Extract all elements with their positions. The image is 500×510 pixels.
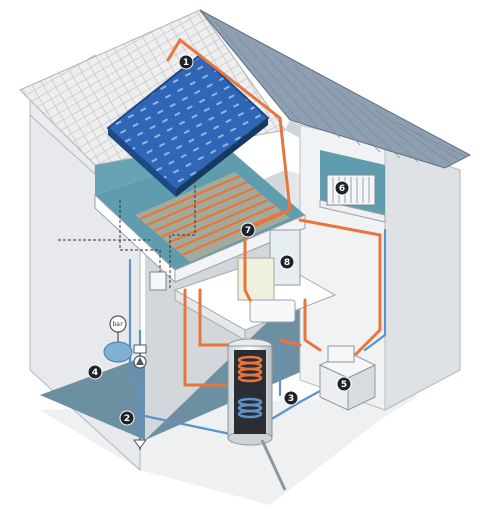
tank-icon: [227, 338, 287, 491]
pump-icon: [133, 330, 147, 450]
expansion-vessel: [103, 330, 133, 363]
gauge-icon: bar: [109, 315, 127, 333]
callout-2: 2: [119, 410, 135, 426]
right-side-wall: [384, 144, 461, 411]
boiler-icon: [318, 345, 377, 411]
svg-text:7: 7: [245, 226, 251, 236]
svg-text:5: 5: [341, 380, 347, 390]
callout-6: 6: [334, 180, 350, 196]
solar-controller: [149, 271, 167, 291]
svg-text:1: 1: [183, 58, 189, 68]
roof-right-tiles: [214, 21, 467, 166]
callout-badges: 1 2 3 4 5 6 7 8: [87, 54, 352, 426]
hot-water-pipes: [166, 37, 382, 387]
callout-7: 7: [240, 222, 256, 238]
callout-4: 4: [87, 364, 103, 380]
solar-panel-icon: [106, 53, 270, 197]
svg-text:4: 4: [92, 368, 98, 378]
roof-right-plane: [199, 9, 472, 169]
svg-text:6: 6: [339, 184, 345, 194]
roof-ridge-cap: [285, 120, 300, 138]
svg-text:3: 3: [288, 394, 294, 404]
svg-text:2: 2: [124, 414, 130, 424]
radiator-icon: [326, 174, 376, 206]
callout-8: 8: [279, 254, 295, 270]
gauge-label: bar: [113, 321, 124, 328]
callout-5: 5: [336, 376, 352, 392]
control-wires: [58, 180, 196, 290]
svg-text:8: 8: [284, 258, 290, 268]
underfloor-heating-coils: [135, 172, 290, 262]
callout-3: 3: [283, 390, 299, 406]
callout-1: 1: [178, 54, 194, 70]
